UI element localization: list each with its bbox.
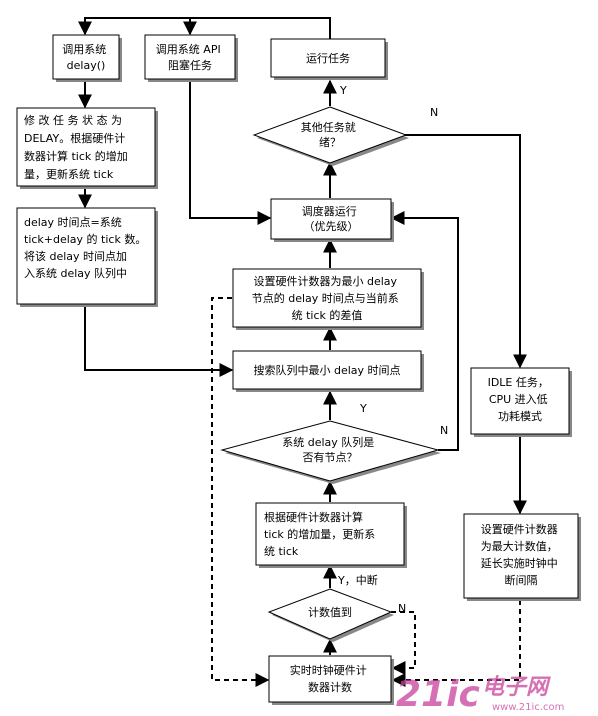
watermark-url: www.21ic.com (492, 702, 564, 713)
node-line: 修 改 任 务 状 态 为 (24, 113, 122, 127)
edge-setmin-to-rtc-dashed (211, 297, 270, 687)
node-line: 延长实施时钟中 (481, 556, 558, 570)
node-line: 量，更新系统 tick (24, 167, 114, 181)
node-has-node: 系统 delay 队列是 否有节点？ (220, 420, 441, 484)
node-delay-point: delay 时间点=系统 tick+delay 的 tick 数。 将该 del… (16, 207, 158, 307)
label-other-ready-yes: Y (339, 84, 347, 97)
node-search-min: 搜索队列中最小 delay 时间点 (232, 350, 424, 392)
node-rtc-count-text: 实时时钟硬件计 数器计数 (290, 663, 371, 694)
node-calc-tick: 根据硬件计数器计算 tick 的增加量，更新系 统 tick (255, 502, 407, 568)
label-count-yes: Y，中断 (337, 573, 378, 587)
node-set-counter-max: 设置硬件计数器 为最大计数值， 延长实施时钟中 断间隔 (463, 513, 581, 601)
node-line: 系统 delay 队列是 (282, 435, 374, 449)
node-modify-state: 修 改 任 务 状 态 为 DELAY。根据硬件计 数器计算 tick 的增加 … (16, 107, 158, 189)
node-count-reached: 计数值到 (267, 588, 394, 642)
node-other-ready: 其他任务就 绪？ (252, 106, 409, 166)
node-line: CPU 进入低 (489, 393, 548, 406)
node-set-counter-min-text: 设置硬件计数器为最小 delay 节点的 delay 时间点与当前系 统 tic… (252, 275, 403, 322)
node-rtc-count: 实时时钟硬件计 数器计数 (268, 655, 394, 705)
node-line: 搜索队列中最小 delay 时间点 (253, 363, 400, 377)
node-line: 根据硬件计数器计算 (264, 510, 363, 524)
node-line: 实时时钟硬件计 (290, 663, 367, 677)
node-line: delay 时间点=系统 (24, 216, 122, 229)
node-idle-text: IDLE 任务， CPU 进入低 功耗模式 (488, 376, 553, 423)
edge-setmax-to-rtc-dashed (391, 600, 521, 687)
node-line: 统 tick 的差值 (292, 308, 363, 322)
node-scheduler: 调度器运行 （优先级） (270, 198, 394, 242)
watermark-text: 21ic (396, 674, 480, 715)
node-line: 节点的 delay 时间点与当前系 (252, 291, 399, 305)
node-line: 调用系统 (62, 43, 106, 56)
node-set-counter-max-text: 设置硬件计数器 为最大计数值， 延长实施时钟中 断间隔 (481, 523, 562, 587)
label-count-no: N (398, 602, 406, 615)
node-line: （优先级） (304, 220, 359, 233)
node-line: 统 tick (264, 545, 299, 558)
node-line: 断间隔 (505, 573, 538, 587)
node-delay-point-text: delay 时间点=系统 tick+delay 的 tick 数。 将该 del… (24, 216, 150, 280)
node-line: 设置硬件计数器为最小 delay (253, 275, 397, 288)
connectors (78, 17, 527, 588)
node-line: 设置硬件计数器 (481, 523, 558, 536)
node-line: 否有节点？ (303, 450, 358, 464)
node-line: 调度器运行 (302, 204, 357, 218)
node-modify-state-text: 修 改 任 务 状 态 为 DELAY。根据硬件计 数器计算 tick 的增加 … (24, 113, 131, 181)
node-line: 将该 delay 时间点加 (24, 249, 127, 263)
node-idle: IDLE 任务， CPU 进入低 功耗模式 (470, 367, 572, 437)
node-line: tick 的增加量，更新系 (264, 527, 375, 541)
node-line: 绪？ (319, 135, 341, 149)
dashed-connectors (211, 297, 521, 687)
node-other-ready-text: 其他任务就 绪？ (301, 120, 360, 149)
node-call-delay: 调用系统 delay() (52, 34, 122, 82)
node-line: 为最大计数值， (481, 539, 558, 553)
label-has-node-no: N (440, 424, 448, 437)
node-line: IDLE 任务， (488, 376, 549, 389)
node-line: 功耗模式 (498, 410, 542, 423)
node-run-task-text: 运行任务 (306, 52, 350, 65)
watermark-logo: 21ic 电子网 www.21ic.com (396, 674, 564, 715)
node-run-task: 运行任务 (270, 38, 388, 80)
node-call-api: 调用系统 API 阻塞任务 (144, 34, 238, 82)
node-line: 数器计算 tick 的增加 (24, 149, 128, 163)
node-line: DELAY。根据硬件计 (24, 131, 125, 145)
node-has-node-text: 系统 delay 队列是 否有节点？ (282, 435, 378, 464)
node-call-delay-text: 调用系统 delay() (62, 43, 110, 72)
node-calc-tick-text: 根据硬件计数器计算 tick 的增加量，更新系 统 tick (264, 510, 379, 558)
edge-delaypoint-to-search (84, 305, 234, 377)
node-line: 数器计数 (308, 681, 352, 694)
label-other-ready-no: N (430, 106, 438, 119)
node-search-min-text: 搜索队列中最小 delay 时间点 (253, 363, 400, 377)
node-line: tick+delay 的 tick 数。 (24, 232, 146, 246)
edge-otherready-to-idle (405, 134, 527, 369)
label-has-node-yes: Y (359, 402, 367, 415)
node-call-api-text: 调用系统 API 阻塞任务 (156, 43, 224, 72)
node-line: 调用系统 API (156, 43, 221, 56)
node-line: 入系统 delay 队列中 (24, 266, 127, 280)
edge-hasnode-to-scheduler (390, 211, 459, 451)
node-count-reached-text: 计数值到 (308, 606, 352, 619)
node-line: 计数值到 (308, 606, 352, 619)
node-line: 其他任务就 (301, 120, 356, 134)
edge-runtask-top-loop (78, 17, 331, 46)
edge-api-to-scheduler (189, 80, 272, 225)
watermark-subtext: 电子网 (482, 675, 551, 700)
edge-count-no-dashed (391, 611, 416, 675)
node-scheduler-text: 调度器运行 （优先级） (302, 204, 361, 233)
node-line: 阻塞任务 (168, 58, 212, 72)
node-line: delay() (67, 59, 106, 72)
node-set-counter-min: 设置硬件计数器为最小 delay 节点的 delay 时间点与当前系 统 tic… (232, 268, 424, 330)
node-line: 运行任务 (306, 52, 350, 65)
